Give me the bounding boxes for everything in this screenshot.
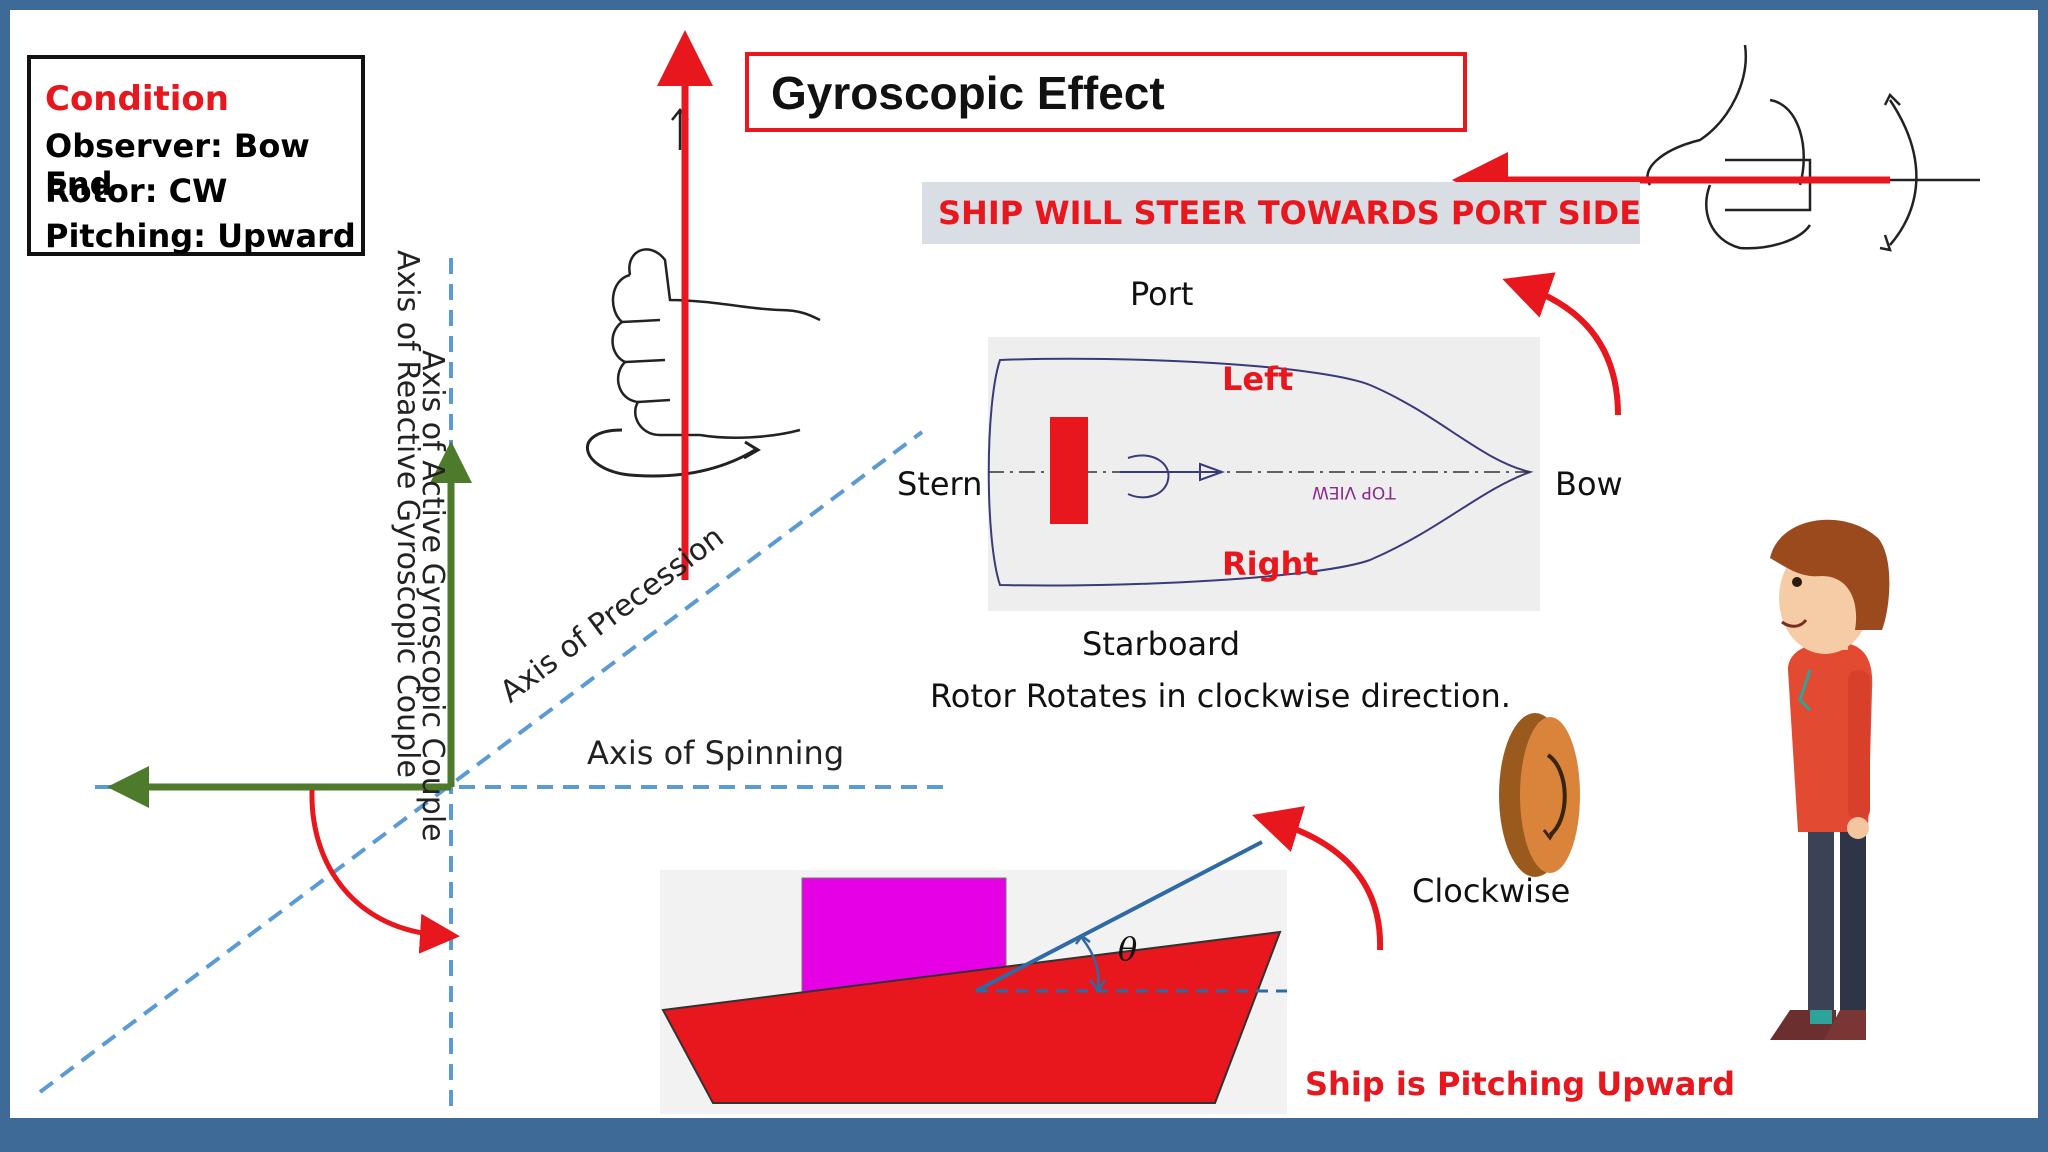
- rotation-arc: [309, 789, 460, 954]
- top-view-rotation-icon: [1127, 454, 1170, 499]
- theta-label: θ: [1118, 930, 1138, 968]
- stern-label: Stern: [897, 465, 983, 503]
- top-view-rotor: [1050, 417, 1088, 524]
- left-label: Left: [1222, 360, 1294, 398]
- condition-pitching: Pitching: Upward: [45, 217, 356, 255]
- thumb-hand-icon: [586, 107, 821, 478]
- theta-arc: [1081, 937, 1100, 989]
- side-view-hull: [661, 930, 1282, 1104]
- steer-banner: SHIP WILL STEER TOWARDS PORT SIDE: [922, 182, 1642, 244]
- pitch-up-arrow: [1252, 806, 1384, 951]
- port-steer-arrow: [1502, 272, 1621, 416]
- observer-person-icon: [1770, 519, 1890, 1040]
- slide: Condition Observer: Bow End Rotor: CW Pi…: [10, 10, 2038, 1118]
- right-label: Right: [1222, 545, 1319, 583]
- title-box: Gyroscopic Effect: [745, 52, 1467, 132]
- condition-box: Condition Observer: Bow End Rotor: CW Pi…: [27, 55, 365, 256]
- diagram-graphics: [38, 30, 1980, 1114]
- steer-banner-text: SHIP WILL STEER TOWARDS PORT SIDE: [938, 194, 1642, 232]
- grip-hand-icon: [1600, 44, 1980, 252]
- side-view-pitch-line: [975, 840, 1263, 993]
- axis-precession-dashed: [38, 430, 924, 1094]
- starboard-label: Starboard: [1082, 625, 1241, 663]
- condition-observer: Observer: Bow End: [45, 127, 310, 203]
- axis-spinning-label: Axis of Spinning: [587, 734, 845, 772]
- rotor-note: Rotor Rotates in clockwise direction.: [930, 677, 1511, 715]
- port-label: Port: [1130, 275, 1194, 313]
- clockwise-label: Clockwise: [1412, 872, 1571, 910]
- rotor-disk-icon: [1499, 713, 1580, 877]
- axis-active-label: Axis of Active Gyroscopic Couple: [415, 350, 450, 842]
- top-view-mirrored-label: TOP VIEW: [1312, 482, 1396, 502]
- condition-rotor: Rotor: CW: [45, 172, 228, 210]
- page-title: Gyroscopic Effect: [771, 67, 1165, 119]
- top-view-hull: [987, 357, 1534, 587]
- pitching-label: Ship is Pitching Upward: [1305, 1065, 1735, 1103]
- condition-heading: Condition: [45, 79, 229, 119]
- bow-label: Bow: [1555, 465, 1623, 503]
